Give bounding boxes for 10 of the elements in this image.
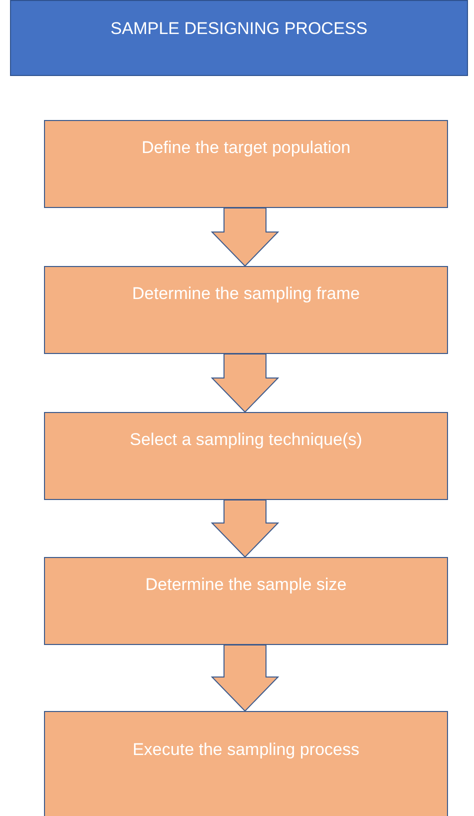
block-arrow <box>210 500 280 558</box>
block-arrow <box>210 208 280 267</box>
process-box: Execute the sampling process <box>44 711 448 816</box>
process-box: Define the target population <box>44 120 448 208</box>
process-box: Select a sampling technique(s) <box>44 412 448 500</box>
block-arrow <box>210 644 280 712</box>
process-box: Determine the sample size <box>44 557 448 645</box>
process-box: Determine the sampling frame <box>44 266 448 354</box>
block-arrow <box>210 354 280 413</box>
title-banner: SAMPLE DESIGNING PROCESS <box>10 0 468 76</box>
